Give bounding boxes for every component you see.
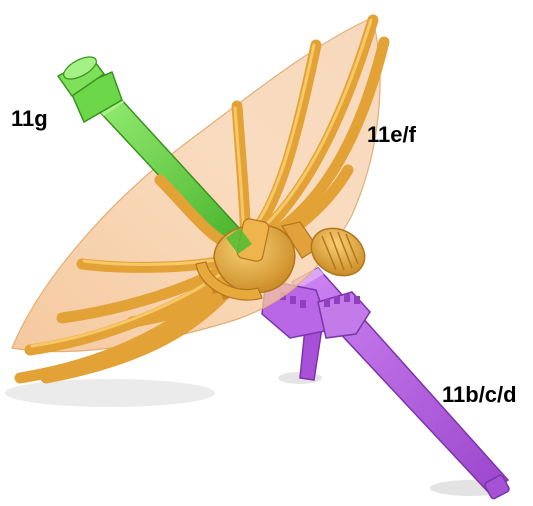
purple-tooth <box>290 296 296 304</box>
purple-tooth <box>354 296 360 304</box>
shadow-canopy <box>5 379 215 407</box>
purple-tooth <box>334 296 340 304</box>
purple-tooth <box>324 299 330 307</box>
label-green-part: 11g <box>11 108 48 130</box>
purple-tooth <box>344 294 350 302</box>
label-orange-parts: 11e/f <box>367 124 416 146</box>
purple-tooth <box>300 300 306 308</box>
label-purple-parts: 11b/c/d <box>442 384 517 406</box>
